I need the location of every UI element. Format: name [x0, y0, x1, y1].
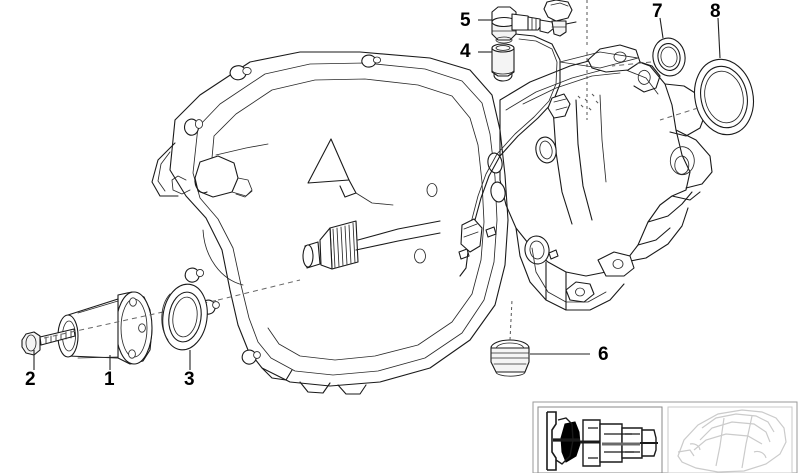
callout-number-3: 3 [184, 369, 195, 390]
hose-end-fitting [459, 218, 483, 277]
case-mount-bracket [587, 44, 661, 93]
callout-number-6: 6 [598, 344, 609, 365]
transmission-case [458, 44, 713, 311]
input-shaft [302, 220, 441, 270]
part-5-elbow-fitting [491, 6, 555, 44]
part-3-seal-ring [161, 279, 301, 351]
inset-car-outline [677, 409, 787, 473]
bellhousing-assembly [151, 51, 509, 395]
callout-number-2: 2 [25, 369, 36, 390]
callout-number-7: 7 [652, 1, 663, 22]
part-6-threaded-plug [490, 299, 530, 377]
hydraulic-hose-line [459, 33, 571, 277]
callout-number-5: 5 [460, 10, 471, 31]
callout-number-8: 8 [710, 1, 721, 22]
part-1-guide-tube [57, 291, 153, 365]
reference-inset [532, 401, 798, 473]
leader-lines [33, 17, 721, 370]
case-lower-mounts [565, 251, 635, 303]
center-axis-dashed [559, 0, 639, 120]
flange-bolt-bosses [183, 54, 438, 365]
clutch-boss [171, 143, 269, 198]
callout-number-1: 1 [104, 369, 115, 390]
callout-number-4: 4 [460, 41, 471, 62]
top-sensor-connector [543, 0, 577, 37]
part-7-small-seal-ring [611, 37, 686, 77]
part-8-large-seal-ring [659, 58, 754, 136]
part-4-rubber-bushing [491, 43, 515, 77]
inset-transmission-cutaway [546, 411, 658, 471]
